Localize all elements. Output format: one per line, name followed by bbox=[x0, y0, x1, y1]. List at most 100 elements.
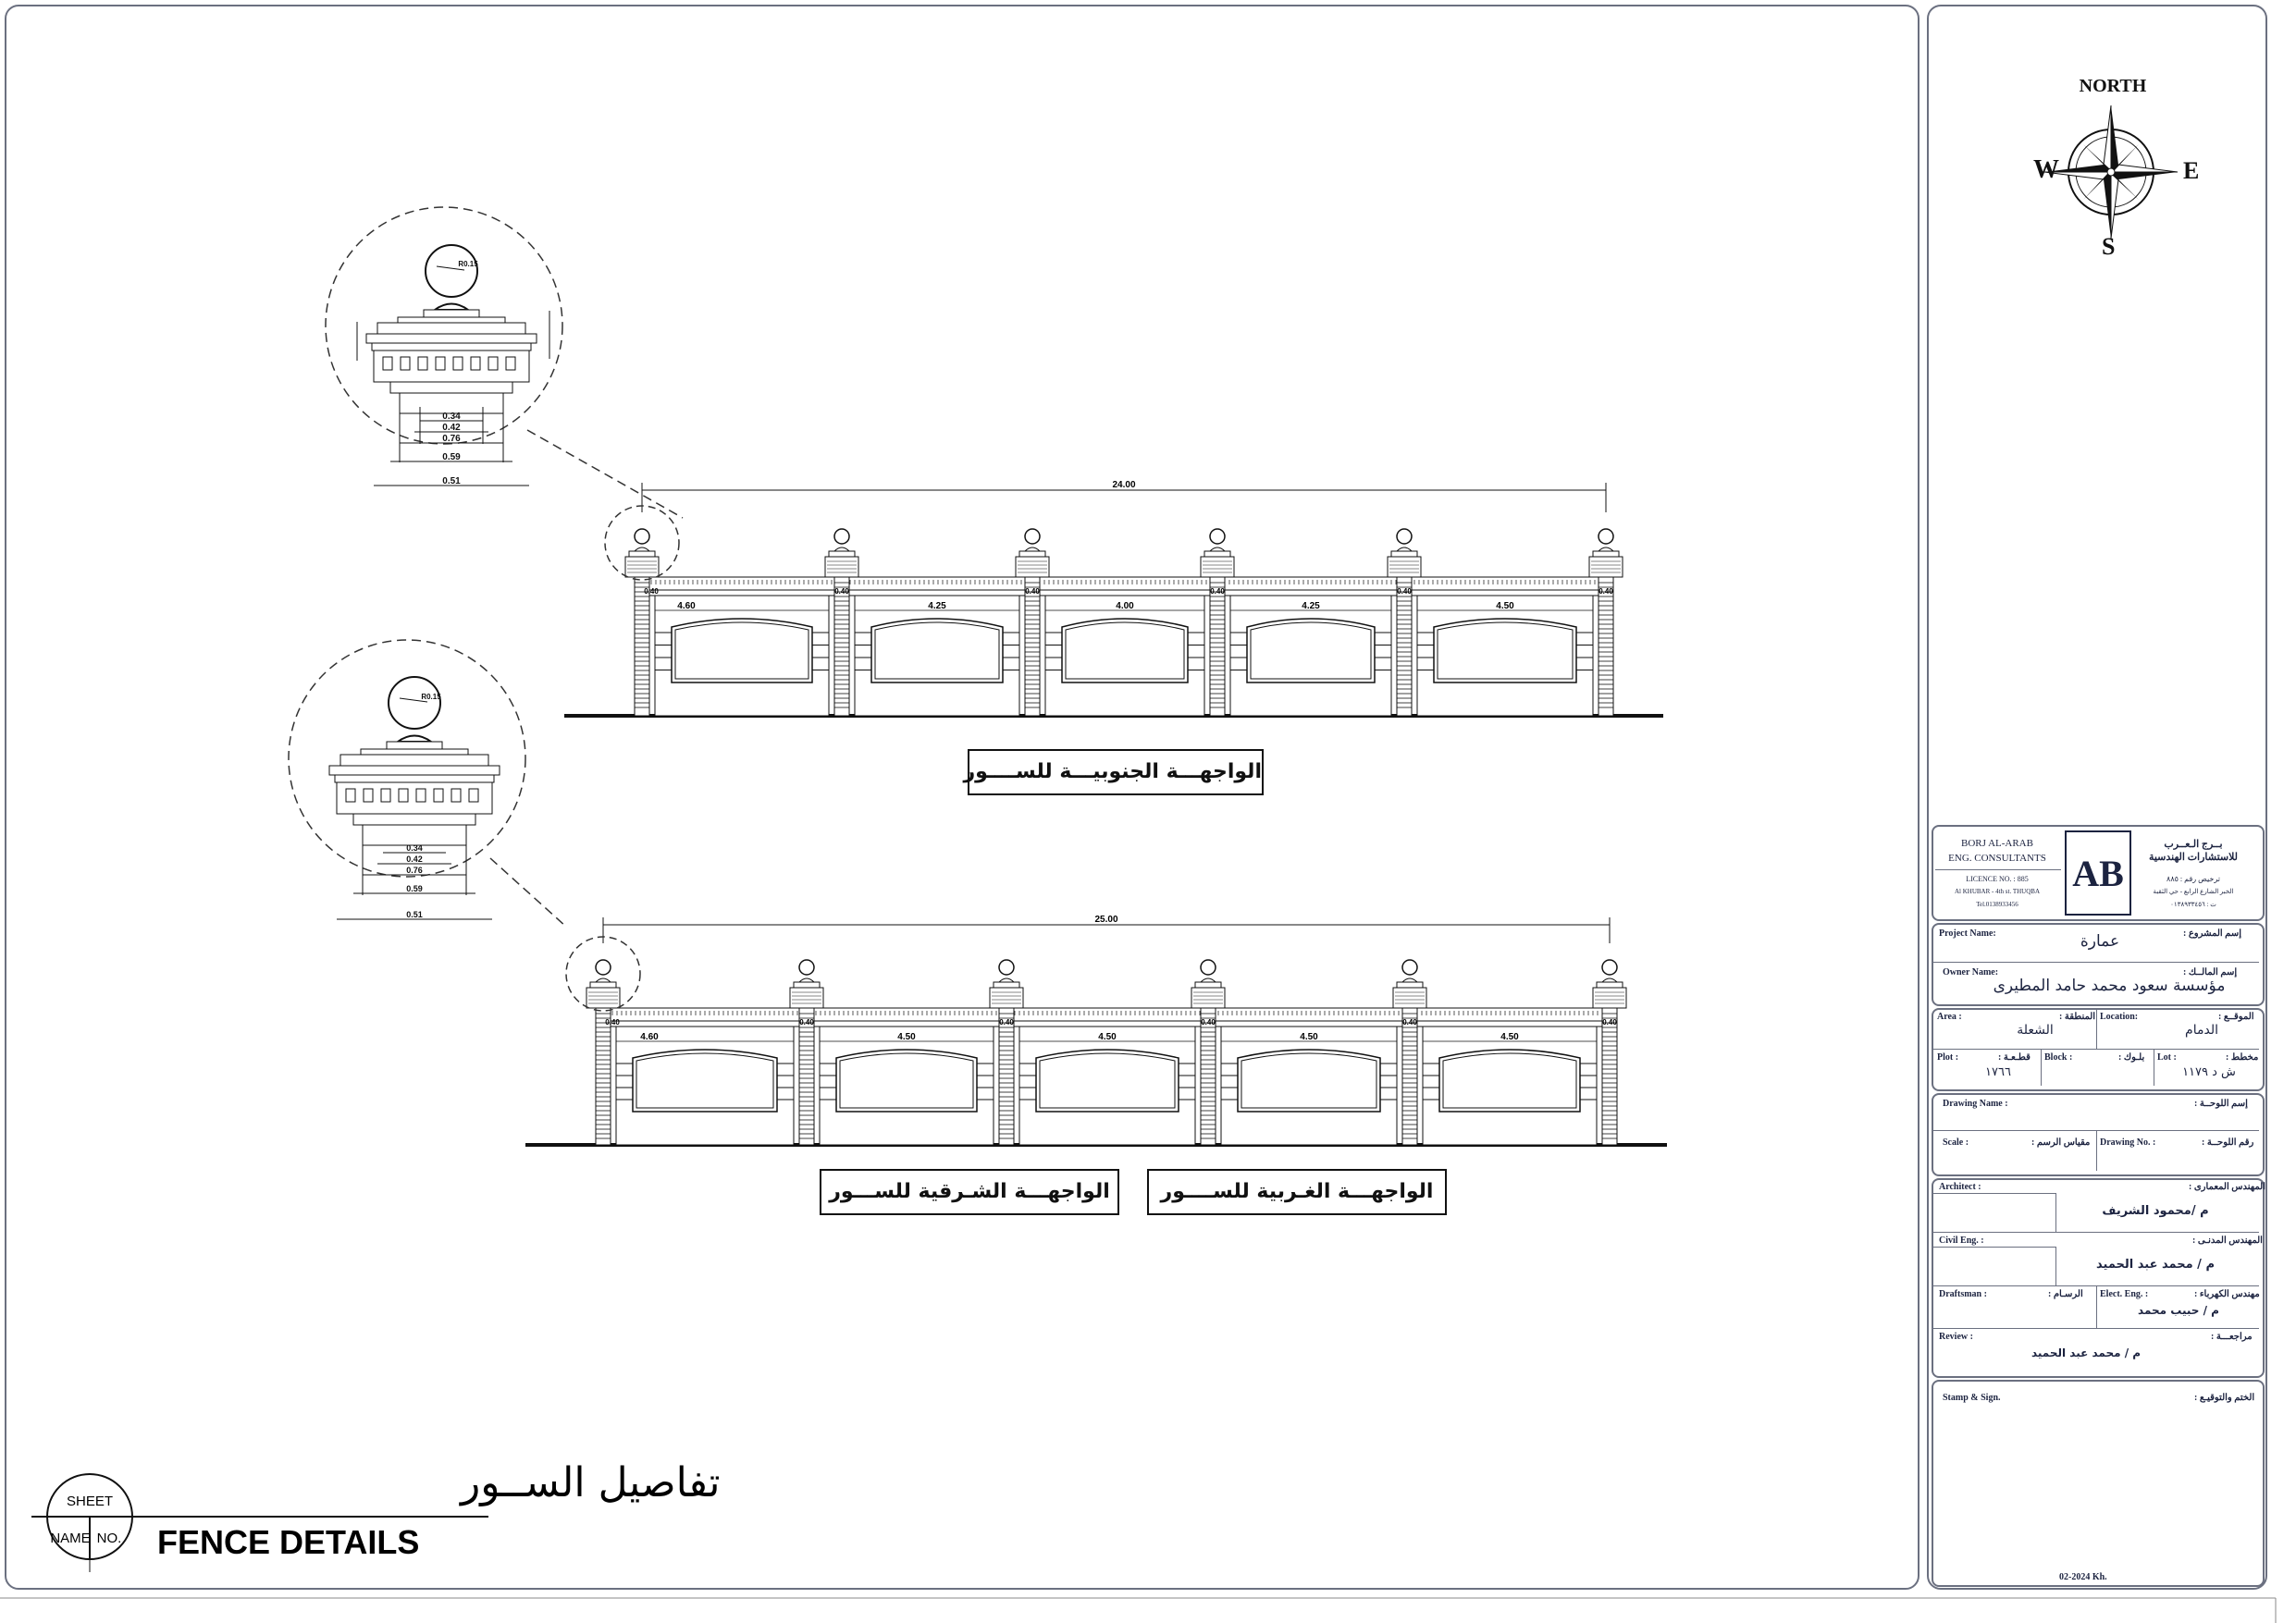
tel-en: Tel.0138933456 bbox=[1976, 901, 2018, 908]
company-logo: AB bbox=[2065, 830, 2131, 916]
detail1-dim-3: 0.76 bbox=[442, 434, 461, 444]
project-name-label-en: Project Name: bbox=[1939, 928, 1996, 939]
post-cap-detail-2: 0.34 0.42 0.76 0.59 0.51 R0.15 bbox=[288, 639, 567, 928]
company-name-ar-2: للاستشارات الهندسية bbox=[2148, 852, 2239, 863]
company-name-en-2: ENG. CONSULTANTS bbox=[1948, 853, 2046, 864]
post-cap-detail-1: 0.34 0.42 0.76 0.59 0.51 R0.15 bbox=[325, 206, 684, 519]
elect-eng-value: م / حبيب محمد bbox=[2138, 1304, 2219, 1317]
location-label-en: Location: bbox=[2100, 1012, 2139, 1022]
scale-label-ar: مقياس الرسم : bbox=[2031, 1137, 2091, 1148]
span-dim-3: 4.50 bbox=[1098, 1032, 1117, 1042]
post-dim: 0.40 bbox=[999, 1018, 1014, 1027]
span-dim-1: 4.60 bbox=[677, 601, 696, 611]
drawing-date: 02-2024 Kh. bbox=[2059, 1572, 2107, 1582]
owner-name-label-en: Owner Name: bbox=[1943, 967, 1999, 977]
total-length-dim: 25.00 bbox=[1094, 915, 1117, 925]
licence-en: LICENCE NO. : 885 bbox=[1966, 875, 2029, 883]
detail2-dim-1: 0.34 bbox=[406, 843, 423, 853]
east-west-elevation: 25.00 4.60 4.50 4.50 4.50 4.50 0.40 0.40 0.40 0.4… bbox=[525, 915, 1667, 1147]
company-box bbox=[1932, 825, 2265, 921]
project-owner-box bbox=[1932, 923, 2265, 1006]
draftsman-label-en: Draftsman : bbox=[1939, 1289, 1987, 1299]
review-label-en: Review : bbox=[1939, 1332, 1973, 1342]
block-label-en: Block : bbox=[2044, 1052, 2073, 1063]
post-dim: 0.40 bbox=[1201, 1018, 1216, 1027]
plot-label-ar: قطـعـة : bbox=[1998, 1052, 2031, 1063]
detail1-radius: R0.15 bbox=[458, 260, 478, 268]
company-name-en-1: BORJ AL-ARAB bbox=[1961, 838, 2033, 849]
north-label: NORTH bbox=[2079, 76, 2147, 96]
area-label-ar: المنطقة : bbox=[2059, 1012, 2096, 1022]
lot-label-ar: مخطط : bbox=[2226, 1052, 2259, 1063]
review-label-ar: مراجعـــة : bbox=[2211, 1332, 2253, 1342]
span-dim-2: 4.50 bbox=[897, 1032, 916, 1042]
drawing-no-label-en: Drawing No. : bbox=[2100, 1137, 2156, 1148]
span-dim-4: 4.25 bbox=[1302, 601, 1320, 611]
stamp-label-en: Stamp & Sign. bbox=[1943, 1393, 2001, 1403]
north-arrow-icon bbox=[2043, 105, 2179, 240]
review-value: م / محمد عبد الحميد bbox=[2031, 1346, 2142, 1359]
fence-details-title-ar: تفاصيل الســور bbox=[459, 1459, 721, 1506]
detail1-dim-5: 0.51 bbox=[442, 476, 461, 486]
title-block-frame bbox=[1927, 5, 2267, 1590]
location-box bbox=[1932, 1008, 2265, 1091]
lot-label-en: Lot : bbox=[2157, 1052, 2177, 1063]
project-name-value: عمارة bbox=[2080, 932, 2120, 951]
stamp-box bbox=[1932, 1380, 2265, 1587]
detail2-dim-3: 0.76 bbox=[406, 866, 423, 875]
span-dim-3: 4.00 bbox=[1116, 601, 1134, 611]
post-dim: 0.40 bbox=[1402, 1018, 1417, 1027]
post-dim: 0.40 bbox=[605, 1018, 620, 1027]
licence-ar: ترخيص رقم : ٨٨٥ bbox=[2166, 875, 2220, 883]
detail1-dim-4: 0.59 bbox=[442, 452, 461, 462]
drawing-info-box bbox=[1932, 1093, 2265, 1176]
block-label-ar: بلـوك : bbox=[2118, 1052, 2145, 1063]
post-dim: 0.40 bbox=[799, 1018, 814, 1027]
owner-name-value: مؤسسة سعود محمد حامد المطيرى bbox=[1993, 977, 2226, 995]
drawing-name-label-ar: إسم اللوحــة : bbox=[2194, 1099, 2248, 1109]
post-dim: 0.40 bbox=[1599, 587, 1613, 596]
detail2-radius: R0.15 bbox=[421, 693, 441, 701]
sheet-label: SHEET NAME NO. FENCE DETAILS تفاصيل السـ… bbox=[31, 1459, 721, 1572]
address-en: Al KHUBAR - 4th st. THUQBA bbox=[1954, 888, 2041, 895]
span-dim-4: 4.50 bbox=[1300, 1032, 1318, 1042]
west-label: W bbox=[2033, 155, 2059, 184]
tel-ar: ت : ٠١٣٨٩٣٣٤٥٦ bbox=[2170, 901, 2216, 908]
architect-label-en: Architect : bbox=[1939, 1182, 1981, 1192]
location-label-ar: الموقــع : bbox=[2218, 1012, 2254, 1022]
post-dim: 0.40 bbox=[1210, 587, 1225, 596]
sheet-text: SHEET bbox=[67, 1494, 113, 1509]
name-text: NAME bbox=[50, 1531, 90, 1546]
civil-eng-value: م / محمد عبد الحميد bbox=[2096, 1258, 2215, 1272]
drawing-area-frame bbox=[5, 5, 1920, 1590]
span-dim-5: 4.50 bbox=[1496, 601, 1514, 611]
south-label: S bbox=[2102, 233, 2116, 260]
elect-eng-label-ar: مهندس الكهرباء : bbox=[2194, 1289, 2260, 1299]
detail2-dim-2: 0.42 bbox=[406, 855, 423, 864]
civil-eng-label-en: Civil Eng. : bbox=[1939, 1236, 1984, 1246]
drawing-no-label-ar: رقم اللوحــة : bbox=[2202, 1137, 2254, 1148]
post-dim: 0.40 bbox=[834, 587, 849, 596]
post-dim: 0.40 bbox=[1025, 587, 1040, 596]
location-value: الدمام bbox=[2185, 1023, 2218, 1038]
span-dim-1: 4.60 bbox=[640, 1032, 659, 1042]
drawing-name-label-en: Drawing Name : bbox=[1943, 1099, 2008, 1109]
draftsman-label-ar: الرسـام : bbox=[2048, 1289, 2083, 1299]
west-elevation-title: الواجهـــة الغـربية للســــور bbox=[1147, 1169, 1447, 1215]
post-dim: 0.40 bbox=[1602, 1018, 1617, 1027]
elect-eng-label-en: Elect. Eng. : bbox=[2100, 1289, 2149, 1299]
no-text: NO. bbox=[97, 1531, 122, 1546]
detail1-dim-2: 0.42 bbox=[442, 423, 461, 433]
detail2-dim-4: 0.59 bbox=[406, 884, 423, 893]
detail1-dim-1: 0.34 bbox=[442, 412, 461, 422]
civil-eng-label-ar: المهندس المدنـى : bbox=[2192, 1236, 2263, 1246]
scale-label-en: Scale : bbox=[1943, 1137, 1969, 1148]
company-name-ar-1: بــرج الـعــرب bbox=[2164, 839, 2223, 850]
address-ar: الخبر الشارع الرابع - حي الثقبة bbox=[2153, 888, 2234, 895]
post-dim: 0.40 bbox=[644, 587, 659, 596]
architect-value: م /محمود الشريف bbox=[2102, 1204, 2209, 1218]
plot-label-en: Plot : bbox=[1937, 1052, 1959, 1063]
project-name-label-ar: إسم المشروع : bbox=[2183, 928, 2241, 939]
span-dim-5: 4.50 bbox=[1500, 1032, 1519, 1042]
